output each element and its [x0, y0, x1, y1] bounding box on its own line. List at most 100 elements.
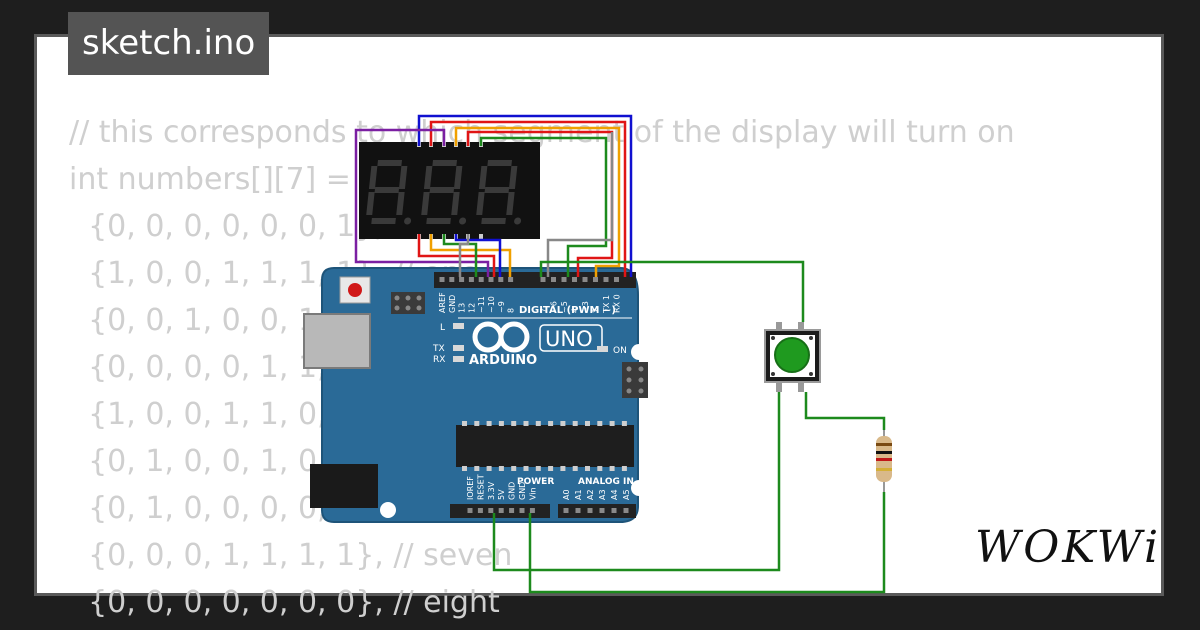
button-cap[interactable]	[774, 337, 810, 373]
header-pin[interactable]	[582, 277, 588, 282]
chip-pin	[548, 421, 554, 426]
pin-label: A0	[562, 489, 571, 500]
pin-label: 2	[592, 308, 601, 313]
header-pin[interactable]	[477, 508, 483, 513]
pin-label: ~10	[487, 296, 496, 313]
pin-label: A5	[622, 489, 631, 500]
header-pin[interactable]	[551, 277, 556, 282]
chip-pin	[462, 466, 467, 471]
wire[interactable]	[454, 126, 621, 277]
header-pin[interactable]	[611, 508, 617, 513]
model-label: UNO	[545, 327, 593, 351]
header-pin[interactable]	[540, 277, 546, 282]
header-pin[interactable]	[498, 508, 504, 513]
icsp-header-2	[622, 362, 648, 398]
header-pin[interactable]	[561, 277, 567, 282]
header-pin[interactable]	[509, 508, 515, 513]
led-tx-label: TX	[432, 344, 445, 354]
header-pin[interactable]	[575, 508, 581, 513]
header-pin[interactable]	[488, 508, 494, 513]
wire[interactable]	[479, 136, 608, 277]
header-pin[interactable]	[614, 277, 619, 282]
header-pin[interactable]	[467, 508, 473, 513]
header-pin[interactable]	[468, 277, 474, 282]
led-on-label: ON	[613, 346, 627, 356]
header-pin[interactable]	[529, 508, 535, 513]
chip-pin	[548, 466, 554, 471]
led-on	[597, 346, 608, 352]
pin-label: RESET	[476, 474, 485, 500]
chip-pin	[511, 466, 517, 471]
pin-label: Vin	[528, 487, 537, 500]
header-pin[interactable]	[563, 508, 569, 513]
icsp-header	[391, 292, 425, 314]
pin-label: IOREF	[466, 476, 475, 500]
chip-pin	[609, 421, 615, 426]
wire[interactable]	[429, 120, 627, 277]
chip-pin	[572, 466, 578, 471]
header-pin[interactable]	[603, 277, 609, 282]
chip-pin	[523, 421, 529, 426]
led-l	[453, 323, 464, 329]
chip-pin	[486, 466, 492, 471]
analog-header-label: ANALOG IN	[578, 477, 634, 487]
pin-label: AREF	[438, 292, 447, 313]
wire[interactable]	[354, 128, 490, 277]
display-digit	[366, 160, 412, 225]
pin-label: ~5	[560, 301, 569, 313]
seven-segment-display[interactable]	[359, 142, 540, 239]
header-pin[interactable]	[498, 277, 504, 282]
wire[interactable]	[458, 234, 470, 277]
file-tab[interactable]: sketch.ino	[68, 12, 270, 75]
header-pin[interactable]	[623, 508, 629, 513]
resistor[interactable]	[876, 420, 892, 492]
pin-label: 13	[458, 303, 467, 313]
header-pin[interactable]	[488, 277, 494, 282]
header-pin[interactable]	[508, 277, 514, 282]
pin-label: GND	[448, 295, 457, 313]
code-line: {0, 0, 0, 0, 0, 0, 0}, // eight	[69, 585, 500, 620]
chip-pin	[560, 466, 566, 471]
wire[interactable]	[492, 392, 781, 572]
wire[interactable]	[454, 234, 502, 277]
pin-label: 8	[507, 308, 516, 313]
digital-header-strip	[434, 272, 636, 288]
wire[interactable]	[429, 234, 512, 277]
analog-header-strip	[558, 504, 636, 518]
header-pin[interactable]	[599, 508, 605, 513]
digital-header-label: DIGITAL (PWM ~)	[519, 305, 616, 316]
wire[interactable]	[539, 260, 805, 322]
pushbutton[interactable]	[764, 322, 821, 392]
pin-label: 12	[467, 303, 476, 313]
led-tx	[453, 345, 464, 351]
chip-pin	[585, 466, 590, 471]
usb-connector	[303, 313, 371, 369]
display-digit	[476, 160, 522, 225]
pin-label: 4	[571, 308, 580, 313]
chip-pin	[498, 421, 504, 426]
header-pin[interactable]	[587, 508, 593, 513]
pin-label: A2	[586, 489, 595, 500]
header-pin[interactable]	[439, 277, 445, 282]
pin-label: 5V	[497, 489, 506, 500]
header-pin[interactable]	[459, 277, 465, 282]
chip-pin	[572, 421, 578, 426]
header-pin[interactable]	[593, 277, 598, 282]
wire[interactable]	[804, 392, 886, 430]
arduino-logo: ARDUINO	[469, 321, 537, 368]
code-line: {0, 0, 0, 1, 1, 1, 1}, // seven	[69, 538, 513, 573]
pin-label: TX 1	[602, 295, 611, 314]
display-pin[interactable]	[479, 234, 483, 239]
wire[interactable]	[528, 492, 886, 594]
header-pin[interactable]	[572, 277, 577, 282]
chip-pin	[462, 421, 467, 426]
wire[interactable]	[417, 234, 496, 277]
header-pin[interactable]	[449, 277, 455, 282]
pin-label: RX 0	[613, 294, 622, 313]
chip-pin	[474, 421, 480, 426]
chip-pin	[535, 466, 541, 471]
header-pin[interactable]	[478, 277, 484, 282]
header-pin[interactable]	[519, 508, 525, 513]
display-digit	[421, 160, 467, 225]
